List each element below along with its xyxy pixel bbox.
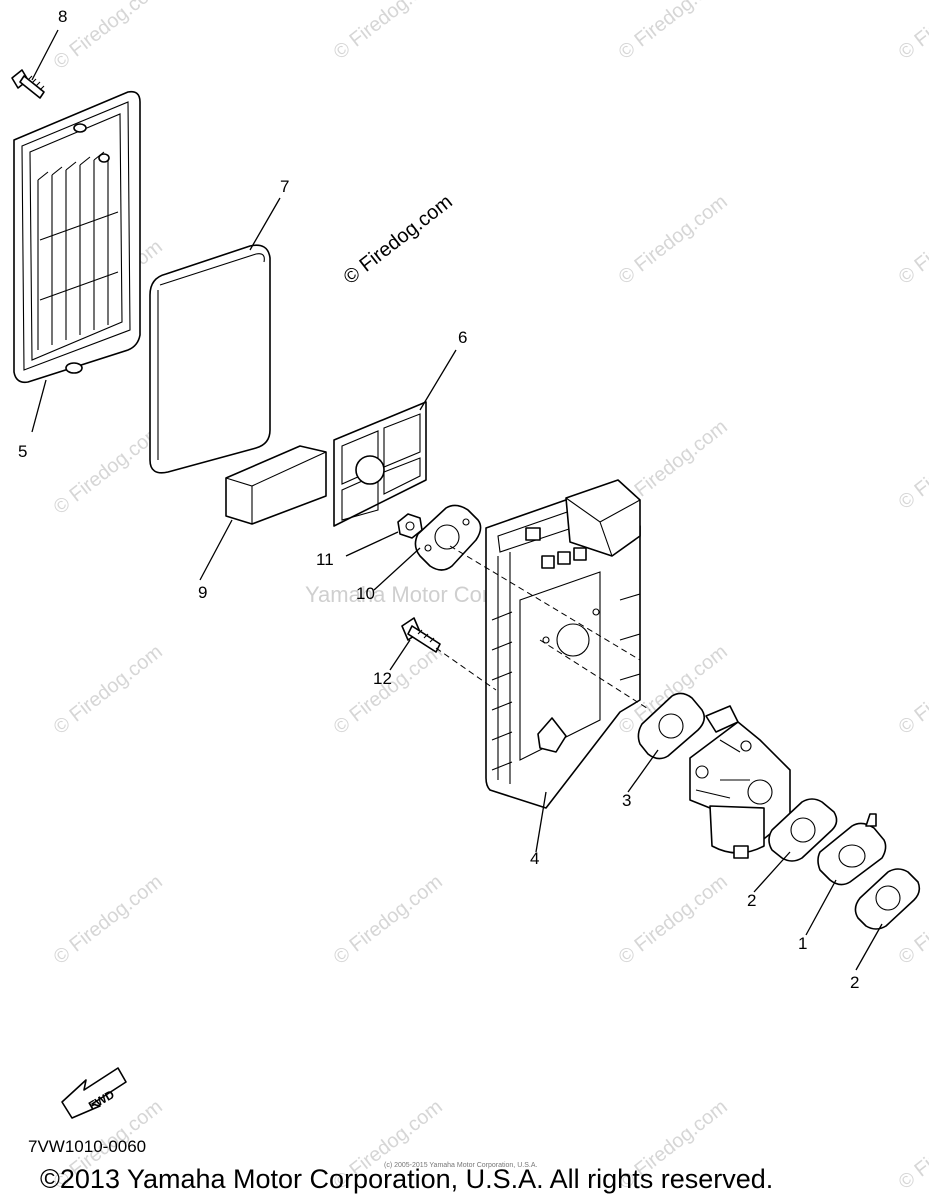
- callout-1: 1: [798, 934, 807, 953]
- part-6-gasket: [333, 401, 427, 527]
- carburetor: [689, 705, 791, 859]
- part-8-screw: [11, 69, 45, 99]
- leader-lines: [31, 29, 883, 971]
- watermark: © Firedog.com: [340, 191, 457, 289]
- part-1-spacer: [817, 813, 887, 886]
- watermark: © Firedog.com: [895, 0, 929, 64]
- watermark: © Firedog.com: [895, 416, 929, 514]
- watermark: © Firedog.com: [895, 1096, 929, 1194]
- watermark: © Firedog.com: [895, 191, 929, 289]
- part-7-filter-element: [149, 244, 271, 474]
- watermark: © Firedog.com: [615, 191, 732, 289]
- callout-8: 8: [58, 7, 67, 26]
- tiny-notice: (c) 2005-2015 Yamaha Motor Corporation, …: [384, 1162, 537, 1169]
- part-5-cover: [13, 90, 141, 384]
- part-12-bolt: [401, 617, 441, 653]
- callout-10: 10: [356, 584, 375, 603]
- callouts: 8 7 6 5 11 10 9 12 3 4 2 1 2: [18, 7, 859, 992]
- part-10-gasket: [414, 504, 482, 571]
- callout-2-lower: 2: [850, 973, 859, 992]
- watermark: © Firedog.com: [895, 641, 929, 739]
- watermark: © Firedog.com: [50, 871, 167, 969]
- part-9-foam: [225, 445, 327, 525]
- callout-4: 4: [530, 849, 539, 868]
- callout-12: 12: [373, 669, 392, 688]
- part-2-gasket-upper: [768, 798, 838, 862]
- watermark: © Firedog.com: [50, 641, 167, 739]
- callout-6: 6: [458, 328, 467, 347]
- watermark: © Firedog.com: [330, 641, 447, 739]
- callout-11: 11: [316, 550, 334, 569]
- watermark: © Firedog.com: [330, 0, 447, 64]
- diagram-code: 7VW1010-0060: [28, 1137, 146, 1156]
- callout-2-upper: 2: [747, 891, 756, 910]
- watermark: © Firedog.com: [615, 0, 732, 64]
- part-3-gasket: [637, 692, 706, 760]
- assembly-lines: [435, 545, 651, 711]
- callout-9: 9: [198, 583, 207, 602]
- watermark: © Firedog.com: [50, 421, 167, 519]
- watermark: © Firedog.com: [615, 871, 732, 969]
- fwd-arrow-icon: FWD: [61, 1067, 127, 1119]
- watermark: © Firedog.com: [330, 871, 447, 969]
- callout-3: 3: [622, 791, 631, 810]
- copyright: ©2013 Yamaha Motor Corporation, U.S.A. A…: [40, 1164, 773, 1194]
- callout-7: 7: [280, 177, 289, 196]
- part-2-gasket-lower: [854, 868, 921, 930]
- callout-5: 5: [18, 442, 27, 461]
- part-4-silencer-case: [485, 479, 641, 809]
